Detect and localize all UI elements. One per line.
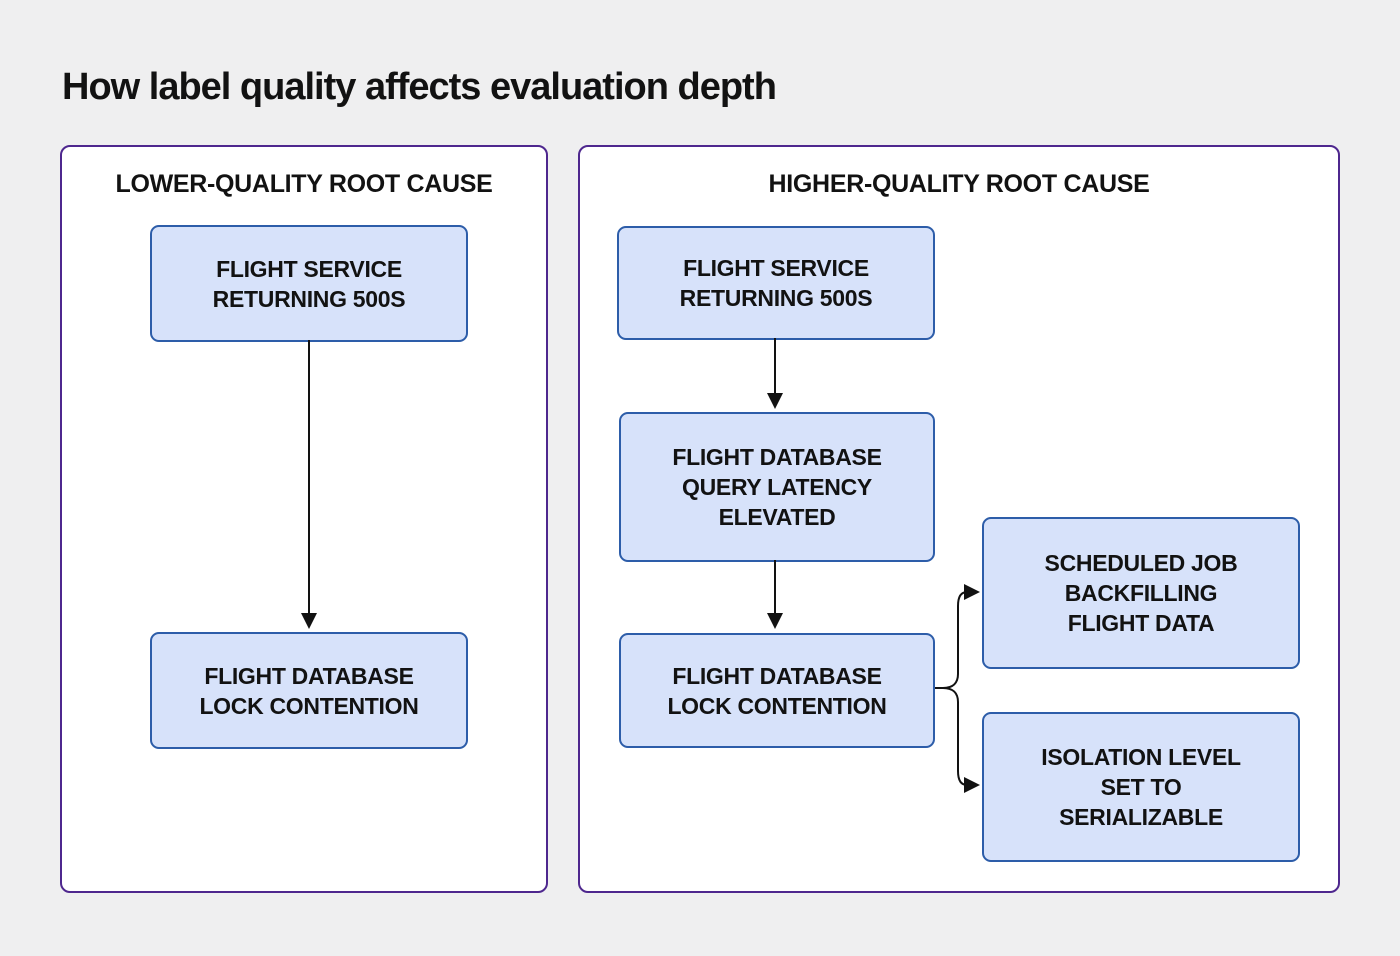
node-flight-db-lock-contention-left: FLIGHT DATABASE LOCK CONTENTION (150, 632, 468, 749)
node-flight-db-query-latency: FLIGHT DATABASE QUERY LATENCY ELEVATED (619, 412, 935, 562)
panel-lower-quality-header: LOWER-QUALITY ROOT CAUSE (115, 170, 493, 198)
node-flight-db-lock-contention-right: FLIGHT DATABASE LOCK CONTENTION (619, 633, 935, 748)
node-label-line: FLIGHT DATABASE (672, 444, 882, 470)
node-label-line: FLIGHT DATABASE (672, 662, 882, 689)
node-label-line: ELEVATED (718, 504, 836, 530)
node-flight-service-500s-right: FLIGHT SERVICE RETURNING 500S (617, 226, 935, 340)
node-label-line: RETURNING 500S (679, 285, 873, 311)
node-label-line: SCHEDULED JOB (1044, 550, 1238, 576)
node-label-line: LOCK CONTENTION (667, 692, 887, 719)
node-label-line: SET TO (1100, 774, 1182, 800)
node-label-line: BACKFILLING (1064, 580, 1218, 606)
node-label-line: ISOLATION LEVEL (1041, 744, 1241, 770)
page-title: How label quality affects evaluation dep… (62, 66, 777, 108)
node-label-line: LOCK CONTENTION (199, 692, 419, 719)
node-label-line: FLIGHT DATA (1067, 610, 1215, 636)
node-flight-service-500s-left: FLIGHT SERVICE RETURNING 500S (150, 225, 468, 342)
panel-higher-quality-header: HIGHER-QUALITY ROOT CAUSE (768, 170, 1150, 198)
node-label-line: RETURNING 500S (212, 285, 406, 312)
node-label-line: FLIGHT SERVICE (216, 255, 402, 282)
panel-higher-quality: HIGHER-QUALITY ROOT CAUSE FLIGHT SERVICE… (578, 145, 1340, 893)
node-label-line: QUERY LATENCY (682, 474, 872, 500)
node-label-line: SERIALIZABLE (1059, 804, 1223, 830)
panel-lower-quality: LOWER-QUALITY ROOT CAUSE FLIGHT SERVICE … (60, 145, 548, 893)
node-label-line: FLIGHT SERVICE (683, 255, 869, 281)
node-label-line: FLIGHT DATABASE (204, 662, 414, 689)
node-scheduled-job-backfilling: SCHEDULED JOB BACKFILLING FLIGHT DATA (982, 517, 1300, 669)
node-isolation-level-serializable: ISOLATION LEVEL SET TO SERIALIZABLE (982, 712, 1300, 862)
